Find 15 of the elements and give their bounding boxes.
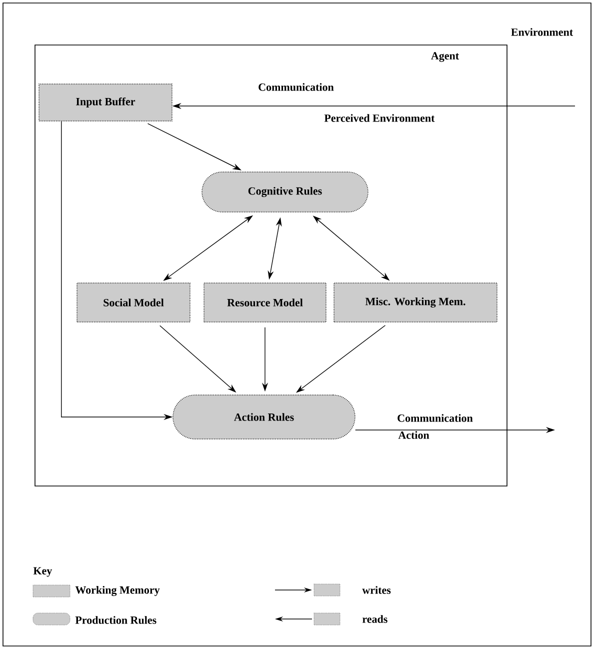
legend-text: Working Memory	[75, 586, 160, 596]
legend-text: writes	[362, 586, 391, 594]
text-label: Action	[398, 431, 430, 439]
text-label: Perceived Environment	[324, 114, 435, 122]
rule-capsule: Cognitive Rules	[202, 172, 368, 212]
memory-box: Social Model	[76, 282, 190, 322]
text-label: Key	[33, 567, 52, 577]
memory-box: Misc. Working Mem.	[334, 282, 498, 322]
edge-label: Communication	[258, 83, 334, 91]
rule-capsule: Action Rules	[172, 394, 356, 440]
legend-text: Production Rules	[75, 616, 156, 624]
legend-text: reads	[362, 615, 388, 623]
memory-box: Input Buffer	[38, 84, 172, 122]
edge-label: Communication	[398, 414, 473, 422]
memory-box: Resource Model	[204, 282, 326, 322]
